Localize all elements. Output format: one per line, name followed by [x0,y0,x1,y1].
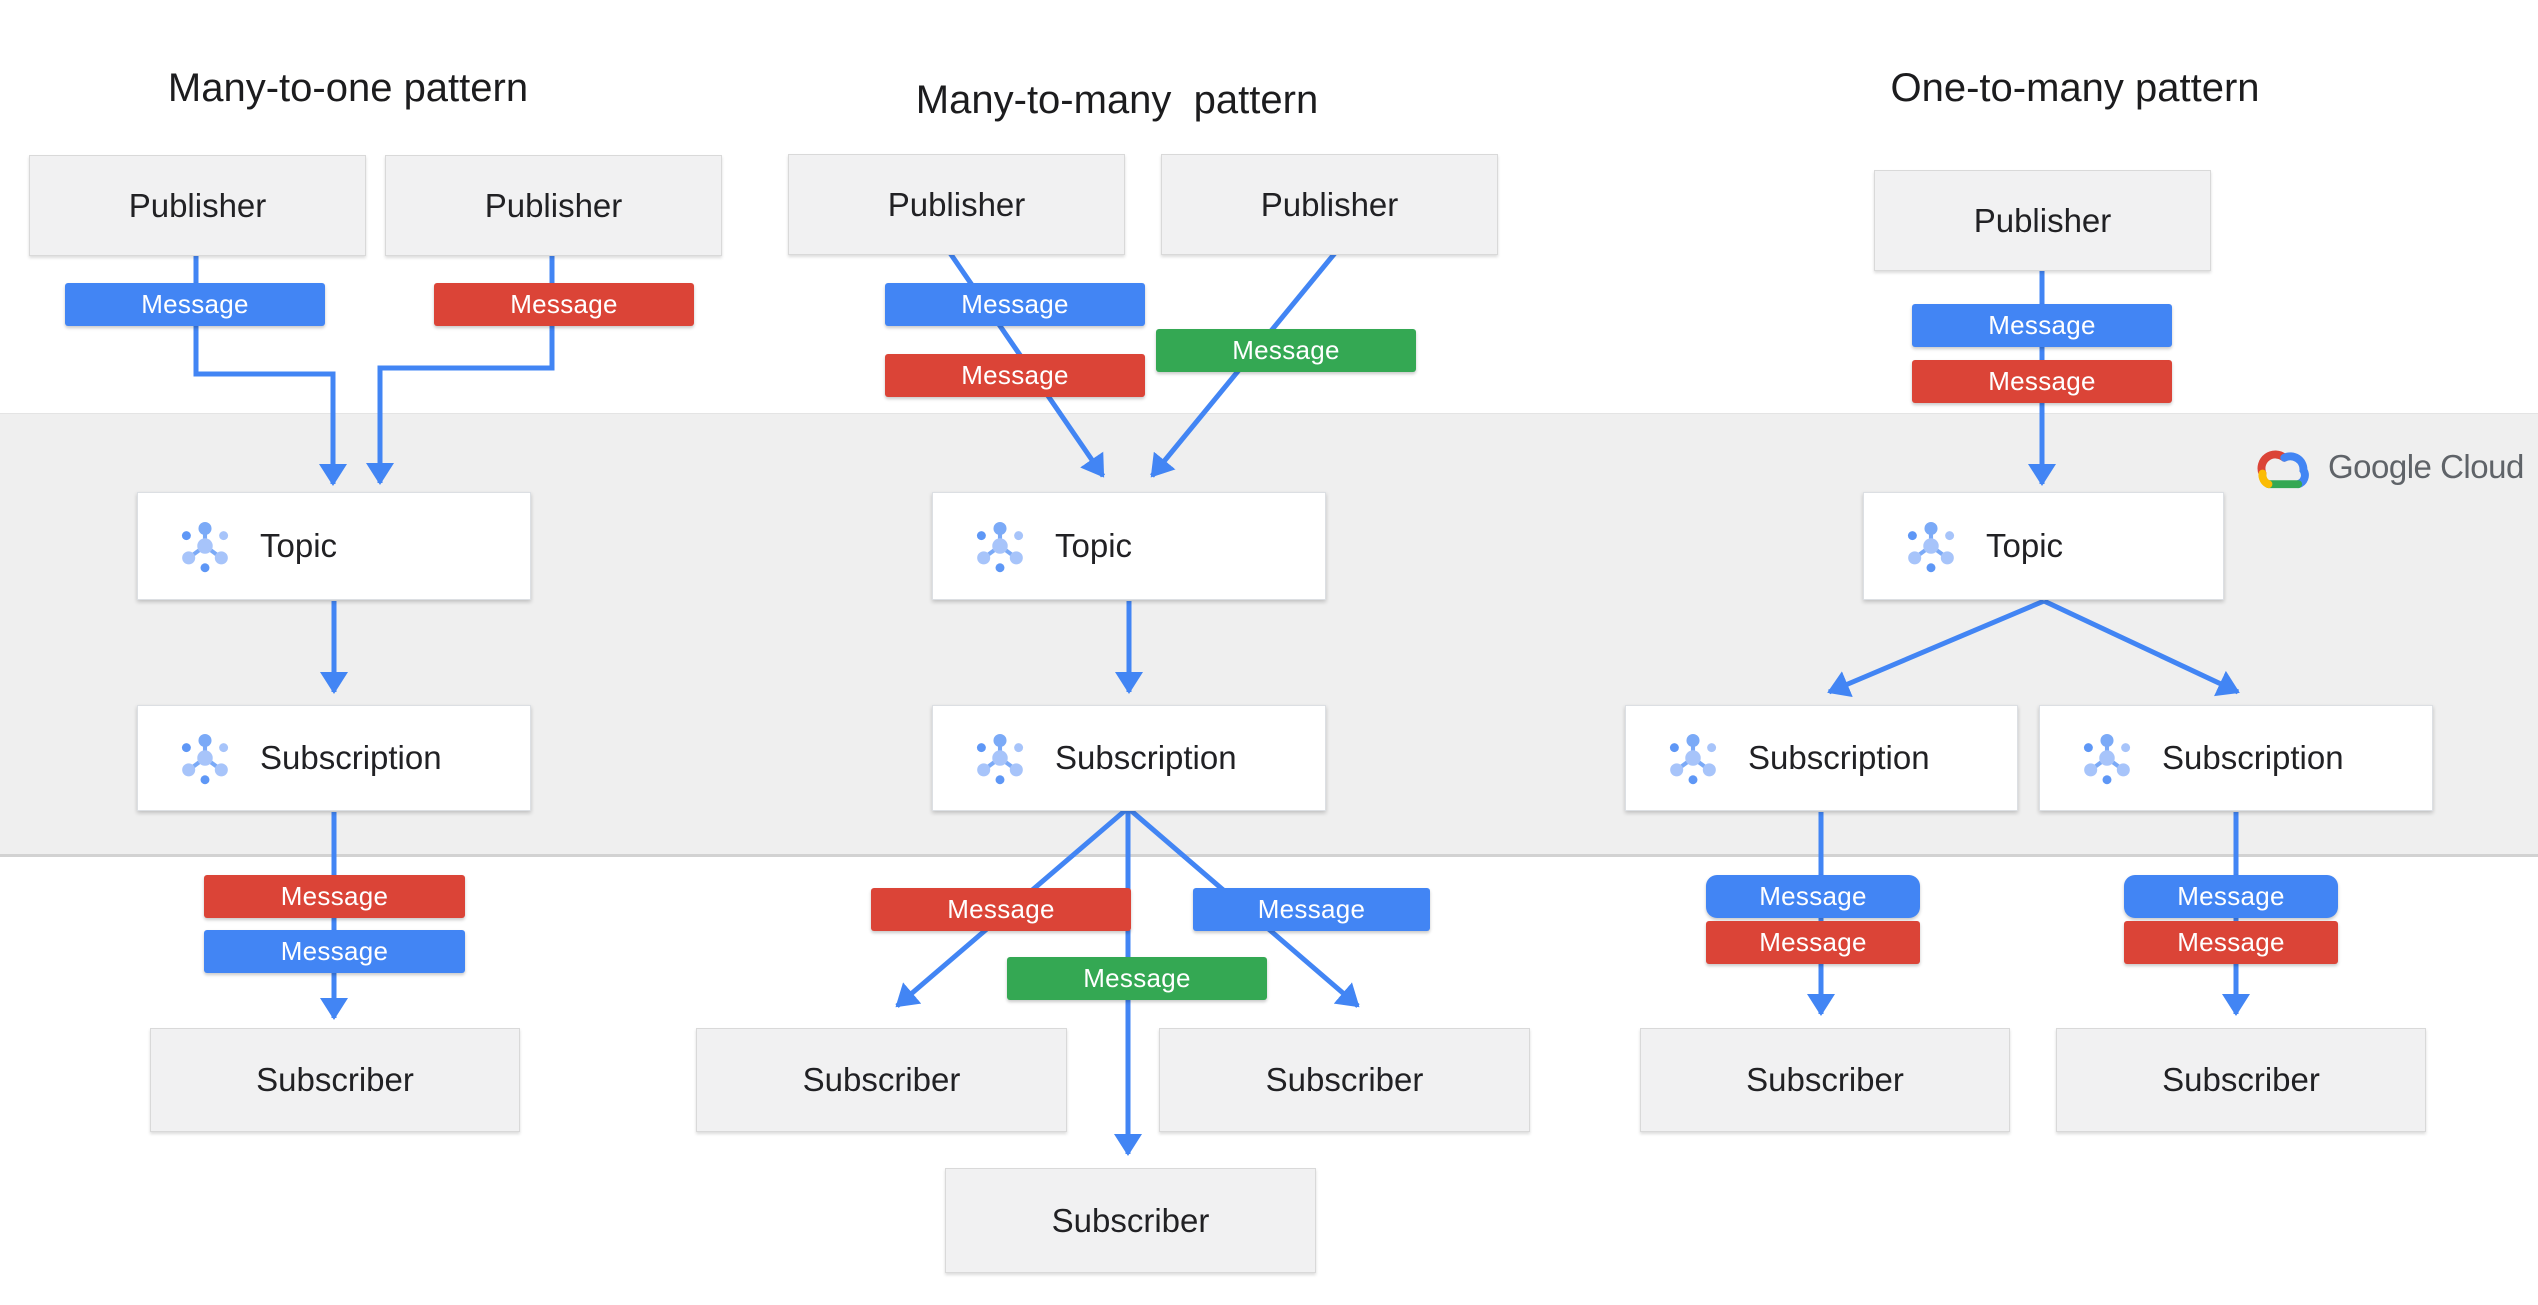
pubsub-topic-icon [181,521,229,573]
message-chip-blue: Message [204,930,465,973]
pubsub-subscription-icon [181,733,229,785]
subscription-box: Subscription [932,705,1326,811]
arrow-topic-to-subscription-left-col3 [1827,598,2045,698]
publisher-box: Publisher [788,154,1125,255]
subscriber-box: Subscriber [1159,1028,1530,1132]
pubsub-subscription-icon [1669,733,1717,785]
pubsub-topic-icon [1907,521,1955,573]
message-chip-red: Message [885,354,1145,397]
message-chip-green: Message [1156,329,1416,372]
message-chip-red: Message [1706,921,1920,964]
subscriber-box: Subscriber [1640,1028,2010,1132]
google-cloud-logo: Google Cloud [2248,440,2524,494]
subscription-box: Subscription [2039,705,2433,811]
pubsub-subscription-icon [2083,733,2131,785]
message-chip-red: Message [434,283,694,326]
message-chip-red: Message [2124,921,2338,964]
subscription-label: Subscription [1748,739,1930,776]
pubsub-subscription-icon [976,733,1024,785]
title-many-to-one: Many-to-one pattern [167,66,529,110]
subscription-box: Subscription [137,705,531,811]
subscription-box: Subscription [1625,705,2018,811]
message-chip-green: Message [1007,957,1267,1000]
message-chip-red: Message [204,875,465,918]
message-chip-red: Message [871,888,1131,931]
subscription-label: Subscription [260,739,442,776]
subscriber-box: Subscriber [696,1028,1067,1132]
google-cloud-icon [2257,450,2309,489]
pubsub-topic-icon [976,521,1024,573]
message-chip-blue: Message [65,283,325,326]
subscriber-box: Subscriber [2056,1028,2426,1132]
message-chip-blue: Message [1193,888,1430,931]
message-chip-blue: Message [1912,304,2172,347]
topic-box: Topic [932,492,1326,600]
subscription-label: Subscription [1055,739,1237,776]
message-chip-red: Message [1912,360,2172,403]
title-one-to-many: One-to-many pattern [1890,66,2260,110]
message-chip-blue: Message [885,283,1145,326]
topic-box: Topic [1863,492,2224,600]
title-many-to-many: Many-to-many pattern [915,78,1319,122]
topic-box: Topic [137,492,531,600]
publisher-box: Publisher [29,155,366,256]
topic-label: Topic [1055,527,1133,564]
publisher-box: Publisher [1161,154,1498,255]
subscriber-box: Subscriber [150,1028,520,1132]
message-chip-blue: Message [1706,875,1920,918]
publisher-box: Publisher [385,155,722,256]
topic-label: Topic [1986,527,2064,564]
message-chip-blue: Message [2124,875,2338,918]
subscriber-box: Subscriber [945,1168,1316,1273]
topic-label: Topic [260,527,338,564]
publisher-box: Publisher [1874,170,2211,271]
google-cloud-wordmark: Google Cloud [2328,448,2524,485]
subscription-label: Subscription [2162,739,2344,776]
arrow-topic-to-subscription-right-col3 [2042,598,2240,697]
